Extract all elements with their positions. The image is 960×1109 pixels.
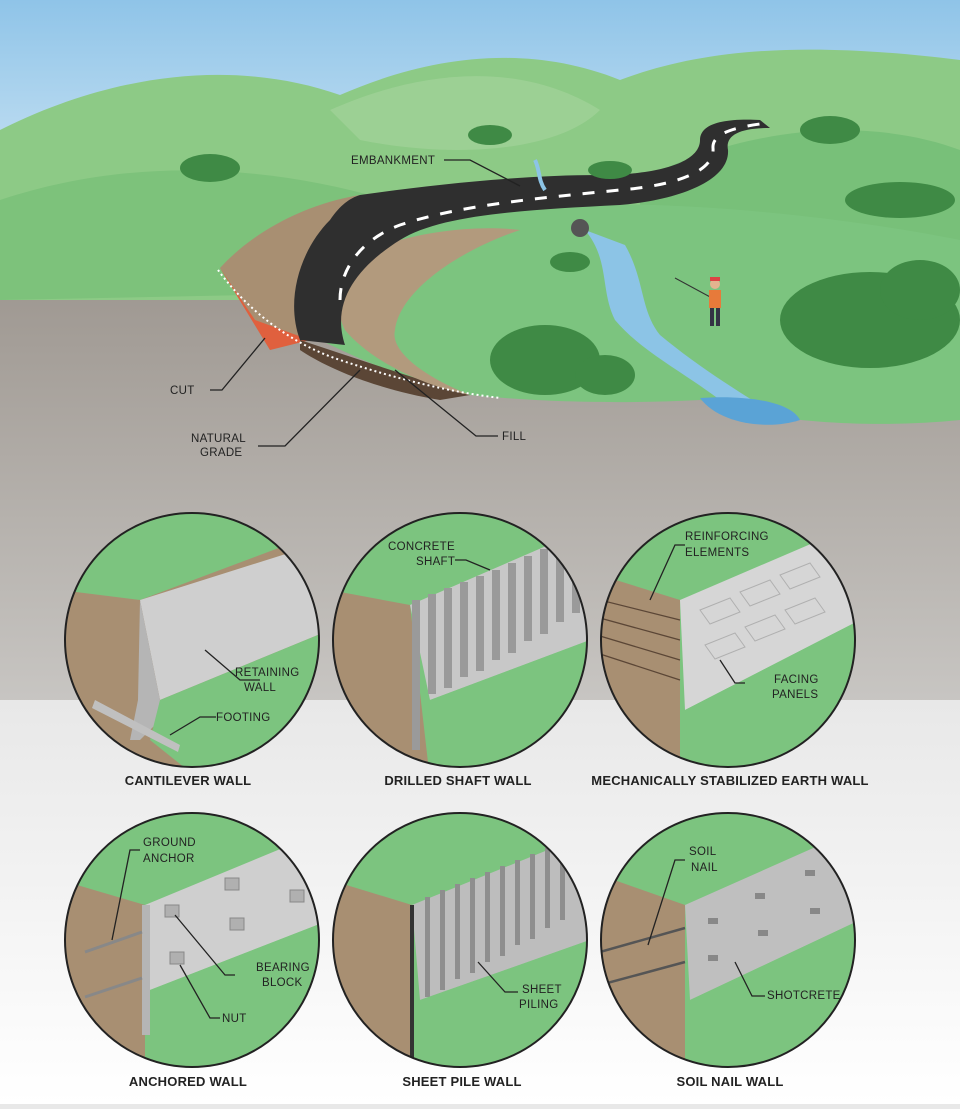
natural-grade-line: [217, 269, 501, 399]
label-cut: CUT: [170, 385, 195, 397]
label-shotcrete: SHOTCRETE: [767, 990, 841, 1002]
caption-drilled-shaft-wall: DRILLED SHAFT WALL: [384, 773, 531, 788]
sheet-piles: [425, 845, 565, 997]
road: [294, 119, 770, 345]
label-fill: FILL: [502, 431, 527, 443]
label-natural-grade-line2: GRADE: [200, 447, 242, 459]
label-footing: FOOTING: [216, 712, 271, 724]
label-bearing-block-2: BLOCK: [262, 977, 303, 989]
shotcrete-face: [685, 845, 855, 1000]
label-concrete-shaft-2: SHAFT: [416, 556, 455, 568]
label-reinforcing-elements-2: ELEMENTS: [685, 547, 749, 559]
label-soil-nail-1: SOIL: [689, 846, 717, 858]
fisherman: [674, 277, 721, 326]
concrete-shafts: [412, 538, 580, 750]
label-concrete-shaft-1: CONCRETE: [388, 541, 455, 553]
caption-soil-nail-wall: SOIL NAIL WALL: [676, 1074, 783, 1089]
mse-wall-panel: REINFORCING ELEMENTS FACING PANELS MECHA…: [591, 512, 868, 788]
caption-cantilever-wall: CANTILEVER WALL: [125, 773, 252, 788]
label-bearing-block-1: BEARING: [256, 962, 310, 974]
label-soil-nail-2: NAIL: [691, 862, 718, 874]
label-reinforcing-elements-1: REINFORCING: [685, 531, 769, 543]
trees: [180, 116, 960, 395]
anchored-wall-panel: GROUND ANCHOR BEARING BLOCK NUT ANCHORED…: [64, 812, 320, 1089]
caption-mse-wall: MECHANICALLY STABILIZED EARTH WALL: [591, 773, 868, 788]
label-retaining-wall-2: WALL: [244, 682, 276, 694]
label-ground-anchor-2: ANCHOR: [143, 853, 195, 865]
label-ground-anchor-1: GROUND: [143, 837, 196, 849]
label-sheet-piling-1: SHEET: [522, 984, 562, 996]
label-sheet-piling-2: PILING: [519, 999, 559, 1011]
label-embankment: EMBANKMENT: [351, 155, 435, 167]
label-retaining-wall-1: RETAINING: [235, 667, 299, 679]
label-nut: NUT: [222, 1013, 247, 1025]
caption-sheet-pile-wall: SHEET PILE WALL: [402, 1074, 521, 1089]
stream: [585, 230, 760, 405]
culvert-pipe: [571, 219, 589, 237]
label-natural-grade-line1: NATURAL: [191, 433, 246, 445]
bearing-blocks: [164, 877, 305, 965]
fill-slope: [300, 340, 470, 400]
label-facing-panels-1: FACING: [774, 674, 819, 686]
caption-anchored-wall: ANCHORED WALL: [129, 1074, 247, 1089]
label-facing-panels-2: PANELS: [772, 689, 818, 701]
